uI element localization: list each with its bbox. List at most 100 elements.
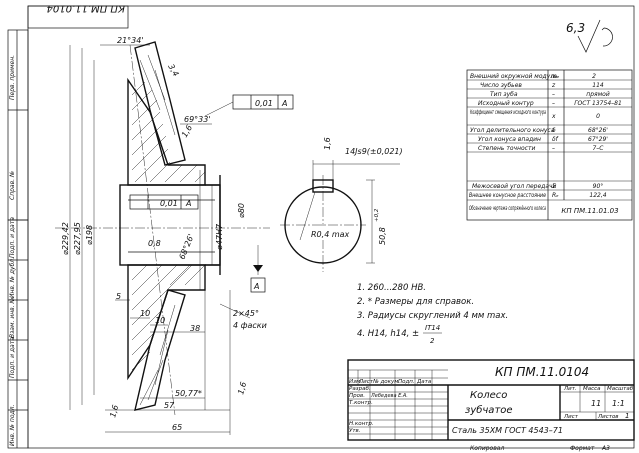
svg-text:Листов: Листов (597, 414, 619, 420)
svg-text:7–С: 7–С (592, 145, 604, 152)
rough-16d: 1,6 (323, 137, 332, 150)
rough-16a: 1,6 (180, 123, 194, 139)
angle-top: 21°34' (117, 36, 144, 45)
svg-text:Лист: Лист (563, 414, 579, 420)
dim-outer: ⌀229,42 (61, 222, 70, 255)
dim-keyheight-tol: +0,2 (374, 208, 380, 222)
dim-10b: 10 (155, 316, 165, 325)
svg-text:68°26': 68°26' (588, 127, 608, 134)
svg-text:δf: δf (552, 136, 559, 143)
side-label: Взам. инв. № (9, 297, 16, 338)
tb-code: КП ПМ.11.0104 (495, 365, 589, 379)
svg-text:6,3: 6,3 (566, 21, 585, 35)
note-frac-bottom: 2 (430, 337, 435, 345)
svg-text:Обозначение чертежа сопряжённо: Обозначение чертежа сопряжённого колеса (469, 205, 546, 212)
side-label: Инв. № дубл. (9, 257, 16, 298)
svg-text:0,01: 0,01 (255, 99, 273, 108)
svg-text:Число зубьев: Число зубьев (480, 82, 522, 89)
svg-text:0,01: 0,01 (160, 199, 178, 208)
svg-text:11: 11 (591, 399, 601, 408)
svg-text:Разраб.: Разраб. (349, 386, 371, 392)
tooth-rim-upper (134, 41, 186, 166)
svg-text:Коэффициент смещения исходного: Коэффициент смещения исходного контура (470, 109, 546, 116)
svg-text:Исходный контур: Исходный контур (478, 100, 534, 107)
keyway-section: 14Js9(±0,021) 1,6 50,8 +0,2 R0,4 max (280, 137, 403, 272)
svg-text:x: x (551, 113, 556, 120)
side-label: Справ. № (9, 171, 16, 200)
footer-format: Формат (570, 445, 595, 452)
dim-keyheight: 50,8 (378, 227, 387, 245)
svg-text:1:1: 1:1 (612, 399, 625, 408)
side-label: Инв. № подл. (9, 405, 16, 446)
side-label: Подп. и дата (9, 217, 16, 258)
note-4: 4. H14, h14, ± (357, 329, 419, 339)
angle-face: 69°33' (184, 115, 211, 124)
tb-name2: зубчатое (465, 404, 513, 416)
svg-text:2: 2 (592, 73, 596, 80)
svg-text:A: A (185, 199, 191, 208)
svg-text:Внешнее конусное расстояние: Внешнее конусное расстояние (469, 192, 546, 199)
svg-text:Лист: Лист (358, 379, 374, 385)
rough-34: 3,4 (166, 63, 180, 79)
svg-text:Межосевой угол передачи: Межосевой угол передачи (472, 183, 557, 190)
svg-text:Масса: Масса (583, 386, 601, 392)
dim-65: 65 (172, 423, 182, 432)
dim-50: 50,77* (175, 389, 202, 398)
note-1: 1. 260...280 HB. (357, 283, 426, 293)
svg-text:Угол делительного конуса: Угол делительного конуса (470, 127, 555, 134)
svg-text:Угол конуса впадин: Угол конуса впадин (478, 136, 541, 143)
roughness-symbol: 6,3 (566, 19, 613, 53)
svg-text:Т.контр.: Т.контр. (349, 400, 373, 406)
svg-text:Тип зуба: Тип зуба (490, 91, 518, 98)
svg-text:A: A (281, 99, 287, 108)
svg-text:–: – (552, 91, 555, 98)
svg-text:114: 114 (592, 82, 604, 89)
svg-text:Лебедева Е.А.: Лебедева Е.А. (370, 393, 408, 399)
svg-text:mₑ: mₑ (551, 73, 560, 80)
dim-hub: ⌀80 (237, 203, 246, 218)
svg-text:Rₑ: Rₑ (552, 192, 559, 199)
technical-notes: 1. 260...280 HB. 2. * Размеры для справо… (357, 283, 508, 345)
svg-text:67°29': 67°29' (588, 136, 608, 143)
title-block: КП ПМ.11.0104 Колесо зубчатое Сталь 35ХМ… (347, 359, 635, 452)
svg-text:122,4: 122,4 (589, 192, 606, 199)
svg-text:ГОСТ 13754–81: ГОСТ 13754–81 (574, 100, 622, 107)
svg-text:Изм.: Изм. (349, 379, 362, 385)
svg-text:1: 1 (625, 412, 629, 420)
svg-text:Пров.: Пров. (349, 393, 365, 399)
svg-text:Утв.: Утв. (349, 428, 361, 434)
svg-text:прямой: прямой (586, 91, 610, 98)
svg-text:КП ПМ.11.01.03: КП ПМ.11.01.03 (561, 207, 618, 215)
svg-text:Н.контр.: Н.контр. (349, 421, 374, 427)
svg-text:Σ: Σ (552, 183, 556, 190)
svg-text:0: 0 (596, 113, 600, 120)
dim-chamfer: 2×45° (233, 309, 259, 318)
note-frac-top: IT14 (425, 324, 440, 332)
tb-material: Сталь 35ХМ ГОСТ 4543–71 (452, 426, 563, 435)
svg-text:90°: 90° (593, 183, 604, 190)
dim-r04: R0,4 max (311, 230, 350, 239)
svg-text:z: z (551, 82, 556, 89)
dim-5: 5 (116, 292, 121, 301)
svg-text:№ докум.: № докум. (372, 379, 400, 385)
svg-text:A: A (253, 282, 259, 291)
dim-08: 0,8 (148, 239, 161, 248)
footer-format-val: А3 (601, 445, 610, 452)
dim-bore: ⌀47H7 (215, 223, 224, 250)
dim-keywidth: 14Js9(±0,021) (345, 147, 403, 156)
rough-16c: 1,6 (236, 381, 248, 396)
side-label: Подп. и дата (9, 337, 16, 378)
dim-38: 38 (190, 324, 200, 333)
side-label: Перв. примен. (9, 55, 16, 100)
tolerance-frame-1: 0,01 A (204, 94, 294, 117)
dim-pitch: ⌀227,95 (73, 222, 82, 255)
rough-16b: 1,6 (108, 404, 120, 419)
svg-text:δ: δ (552, 127, 556, 134)
svg-text:–: – (552, 145, 555, 152)
svg-text:Подп.: Подп. (398, 379, 415, 385)
note-3: 3. Радиусы скруглений 4 мм max. (357, 311, 508, 321)
note-2: 2. * Размеры для справок. (357, 297, 474, 307)
svg-text:Степень точности: Степень точности (478, 145, 535, 152)
